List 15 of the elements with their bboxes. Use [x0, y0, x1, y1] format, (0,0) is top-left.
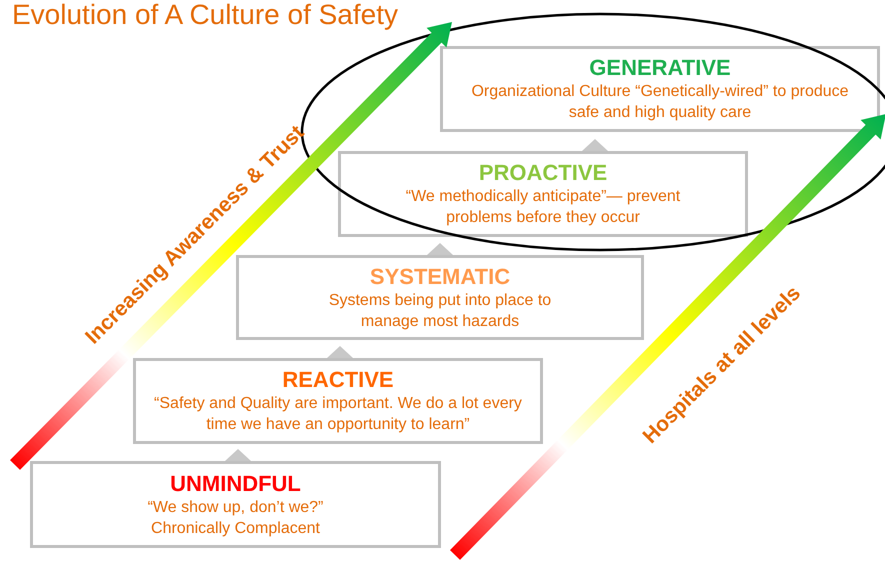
stage-box	[133, 358, 543, 444]
stage-box	[440, 46, 880, 132]
stage-description: Systems being put into place to manage most hazards	[328, 290, 552, 332]
stage-description: “We methodically anticipate”— prevent problems before they occur	[404, 187, 682, 228]
stage-description: “Safety and Quality are important. We do a lot every time we have an opportunity to learn”	[153, 394, 523, 435]
stage-heading: UNMINDFUL	[170, 470, 301, 496]
stage-heading: GENERATIVE	[589, 55, 731, 81]
stage-description: “We show up, don’t we?” Chronically Complacent	[146, 498, 324, 538]
stage-box	[30, 461, 441, 548]
title: Evolution of A Culture of Safety	[12, 0, 398, 32]
stage-box	[338, 151, 748, 237]
stage-description: Organizational Culture “Genetically-wired” to produce safe and high quality care	[470, 82, 850, 123]
stage-heading: REACTIVE	[282, 367, 394, 393]
stage-heading: SYSTEMATIC	[370, 264, 510, 290]
stage-heading: PROACTIVE	[478, 160, 608, 186]
